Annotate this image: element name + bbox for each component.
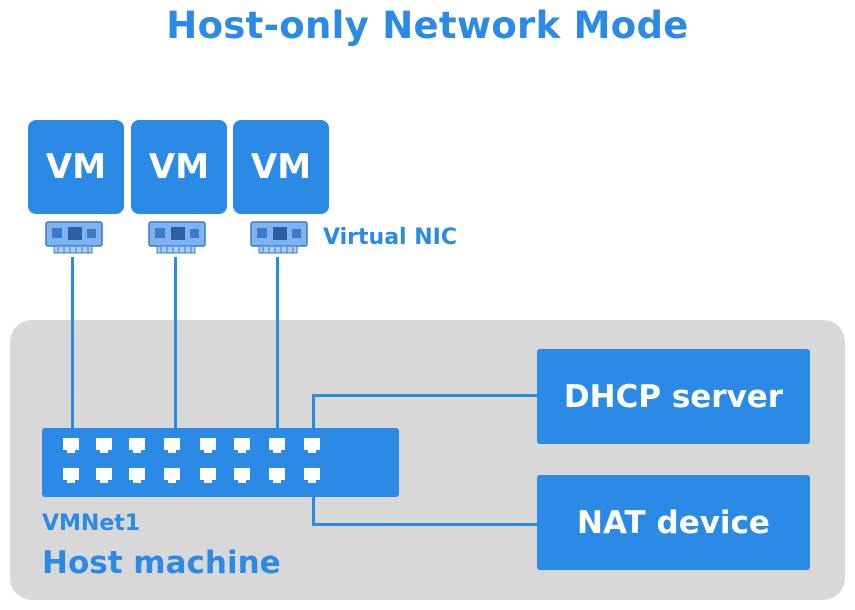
ethernet-port-icon bbox=[164, 438, 180, 453]
virtual-switch bbox=[42, 428, 399, 497]
nat-device-box: NAT device bbox=[537, 475, 810, 570]
ethernet-port-icon bbox=[269, 438, 285, 453]
ethernet-port-icon bbox=[304, 468, 320, 483]
ethernet-port-icon bbox=[164, 468, 180, 483]
dhcp-link-horizontal bbox=[312, 394, 538, 397]
vm-box-1: VM bbox=[28, 120, 124, 214]
nat-link-vertical bbox=[312, 496, 315, 525]
host-machine-label: Host machine bbox=[42, 545, 281, 581]
vm1-link-line bbox=[71, 257, 74, 429]
dhcp-server-box: DHCP server bbox=[537, 349, 810, 444]
ethernet-port-icon bbox=[234, 438, 250, 453]
vm3-link-line bbox=[276, 257, 279, 429]
network-card-icon bbox=[45, 221, 103, 254]
vm2-link-line bbox=[174, 257, 177, 429]
ethernet-port-icon bbox=[200, 468, 216, 483]
virtual-nic-label: Virtual NIC bbox=[323, 225, 457, 250]
network-card-icon bbox=[148, 221, 206, 254]
vm-box-3: VM bbox=[233, 120, 329, 214]
ethernet-port-icon bbox=[269, 468, 285, 483]
nat-link-horizontal bbox=[312, 523, 538, 526]
ethernet-port-icon bbox=[129, 438, 145, 453]
ethernet-port-icon bbox=[96, 438, 112, 453]
ethernet-port-icon bbox=[304, 438, 320, 453]
ethernet-port-icon bbox=[234, 468, 250, 483]
network-card-icon bbox=[250, 221, 308, 254]
vm-box-2: VM bbox=[131, 120, 227, 214]
ethernet-port-icon bbox=[96, 468, 112, 483]
diagram-title: Host-only Network Mode bbox=[166, 4, 689, 47]
ethernet-port-icon bbox=[63, 438, 79, 453]
dhcp-link-vertical bbox=[312, 394, 315, 429]
ethernet-port-icon bbox=[200, 438, 216, 453]
ethernet-port-icon bbox=[129, 468, 145, 483]
vmnet1-label: VMNet1 bbox=[42, 511, 141, 536]
ethernet-port-icon bbox=[63, 468, 79, 483]
